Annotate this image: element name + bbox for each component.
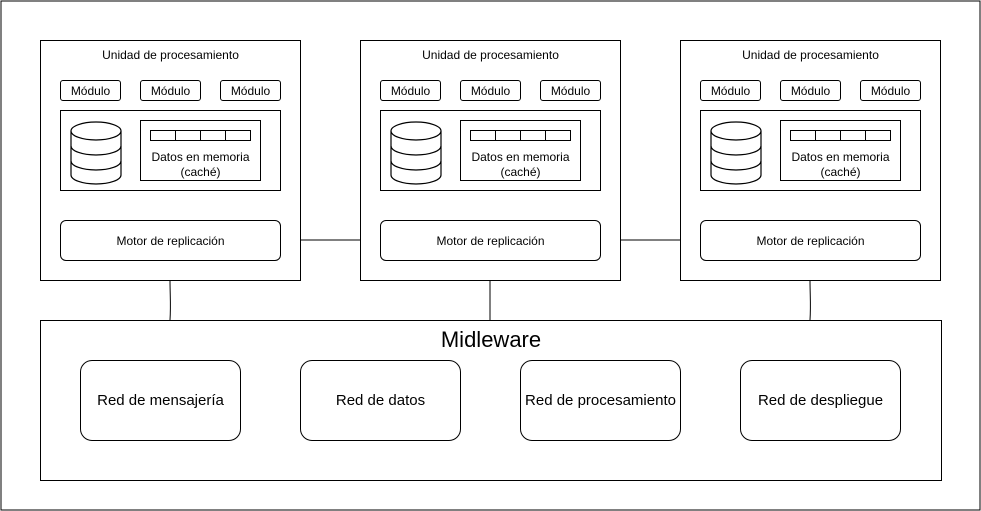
cache-slot: [816, 131, 841, 140]
unit-title: Unidad de procesamiento: [102, 48, 239, 62]
cache-slots: [470, 130, 571, 141]
module-box[interactable]: Módulo: [220, 80, 281, 101]
cache-label: Datos en memoria: [471, 150, 570, 164]
module-box[interactable]: Módulo: [460, 80, 521, 101]
replication-engine[interactable]: Motor de replicación: [700, 220, 921, 261]
module-box[interactable]: Módulo: [700, 80, 761, 101]
memory-cache-box[interactable]: Datos en memoria (caché): [460, 120, 581, 181]
memory-cache-box[interactable]: Datos en memoria (caché): [780, 120, 901, 181]
processing-network-box[interactable]: Red de procesamiento: [520, 360, 681, 441]
cache-slot: [496, 131, 521, 140]
replication-engine[interactable]: Motor de replicación: [60, 220, 281, 261]
cache-sublabel: (caché): [500, 165, 541, 179]
replication-engine[interactable]: Motor de replicación: [380, 220, 601, 261]
module-box[interactable]: Módulo: [780, 80, 841, 101]
cache-slot: [521, 131, 546, 140]
cache-slot: [226, 131, 250, 140]
deployment-network-box[interactable]: Red de despliegue: [740, 360, 901, 441]
cache-slot: [151, 131, 176, 140]
unit-title: Unidad de procesamiento: [422, 48, 559, 62]
module-box[interactable]: Módulo: [380, 80, 441, 101]
cache-slot: [791, 131, 816, 140]
module-box[interactable]: Módulo: [540, 80, 601, 101]
messaging-network-box[interactable]: Red de mensajería: [80, 360, 241, 441]
database-icon: [390, 121, 442, 185]
middleware-title: Midleware: [440, 327, 542, 352]
cache-sublabel: (caché): [180, 165, 221, 179]
unit-title: Unidad de procesamiento: [742, 48, 879, 62]
cache-slot: [471, 131, 496, 140]
cache-slot: [841, 131, 866, 140]
memory-cache-box[interactable]: Datos en memoria (caché): [140, 120, 261, 181]
module-box[interactable]: Módulo: [860, 80, 921, 101]
cache-slot: [866, 131, 890, 140]
cache-slot: [546, 131, 570, 140]
database-icon: [710, 121, 762, 185]
module-box[interactable]: Módulo: [60, 80, 121, 101]
cache-slots: [790, 130, 891, 141]
cache-label: Datos en memoria: [791, 150, 890, 164]
cache-slots: [150, 130, 251, 141]
cache-sublabel: (caché): [820, 165, 861, 179]
cache-slot: [176, 131, 201, 140]
database-icon: [70, 121, 122, 185]
cache-label: Datos en memoria: [151, 150, 250, 164]
module-box[interactable]: Módulo: [140, 80, 201, 101]
cache-slot: [201, 131, 226, 140]
data-network-box[interactable]: Red de datos: [300, 360, 461, 441]
